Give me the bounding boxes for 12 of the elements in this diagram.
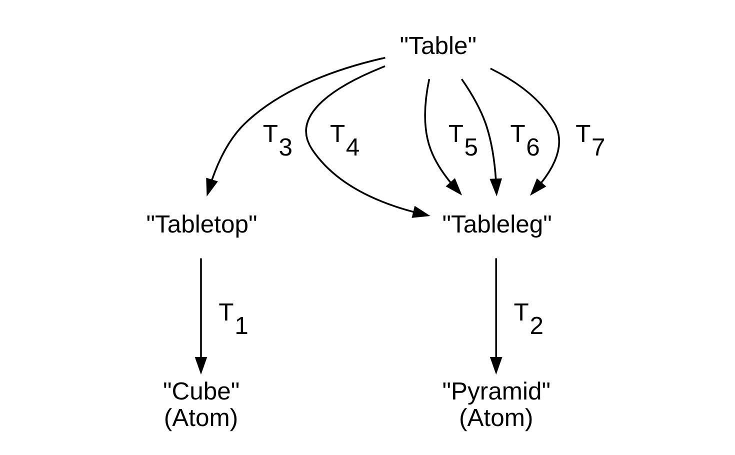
arrow	[460, 78, 502, 196]
arrow	[304, 65, 430, 218]
node-text: "Pyramid" (Atom)	[442, 378, 550, 432]
node-text: "Cube" (Atom)	[162, 378, 240, 432]
node-text: "Tableleg"	[442, 211, 552, 238]
arrow	[194, 258, 207, 375]
arrow	[424, 78, 462, 196]
arrow	[490, 68, 560, 196]
arrow	[489, 258, 502, 375]
node-text: "Table"	[399, 32, 476, 60]
arrow	[206, 56, 385, 196]
node-text: "Tabletop"	[146, 211, 257, 238]
